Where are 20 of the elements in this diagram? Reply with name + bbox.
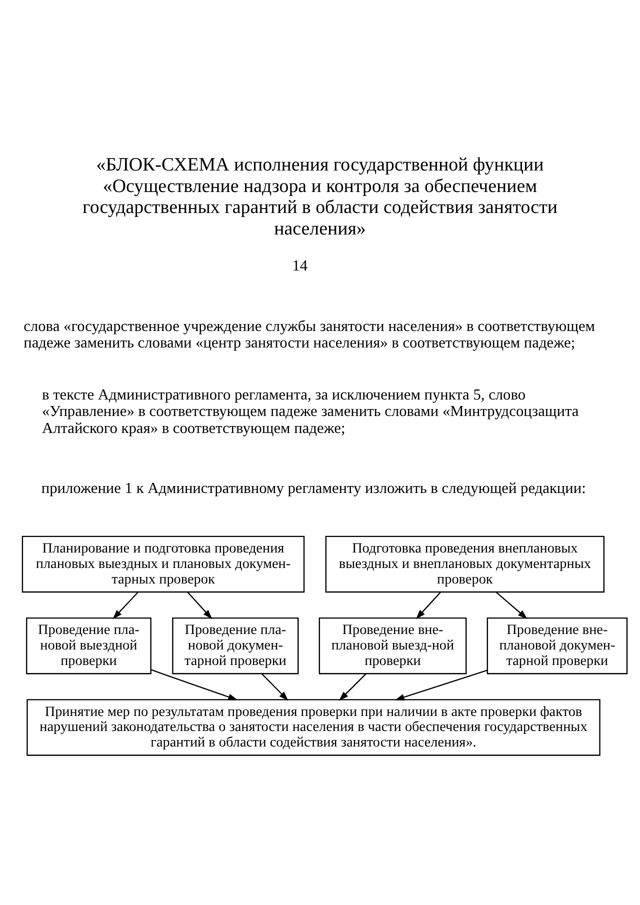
arrow bbox=[416, 591, 441, 619]
node-box: Планирование и подготовка проведения плановых выездных и плановых докумен-тарных проверок bbox=[22, 535, 305, 592]
diagram-title: «БЛОК-СХЕМА исполнения государственной функции «Осуществление надзора и контроля за обеспечением государственных гарантий в области содействия занятости населения» bbox=[82, 154, 558, 239]
node-box: Проведение вне-плановой докумен-тарной проверки bbox=[486, 616, 628, 674]
arrow bbox=[112, 591, 138, 619]
arrow bbox=[187, 591, 212, 619]
label: приложение 1 к Административному регламенту изложить в следующей редакции: bbox=[41, 480, 586, 497]
node-box: Подготовка проведения внеплановых выездных и внеплановых документарных проверок bbox=[325, 535, 605, 592]
label: 14 bbox=[292, 257, 308, 274]
arrow bbox=[394, 669, 488, 700]
arrow bbox=[339, 672, 366, 700]
arrow bbox=[496, 591, 528, 619]
node-box: Проведение вне-плановой выезд-ной проверки bbox=[318, 616, 467, 674]
label: в тексте Административного регламента, за исключением пункта 5, слово «Управление» в соответствующем падеже заменить словами «Минтрудсоцзащита Алтайского края» в соответствующем падеже; bbox=[42, 386, 579, 436]
label: слова «государственное учреждение службы занятости населения» в соответствующем падеже заменить словами «центр занятости населения» в соответствующем падеже; bbox=[24, 318, 596, 352]
node-box: Принятие мер по результатам проведения проверки при наличии в акте проверки фактов нарушений законодательства о занятости населения в части обеспечения государственных гарантий в области содействия занятости населения». bbox=[26, 698, 600, 756]
node-box: Проведение пла-новой выездной проверки bbox=[26, 616, 152, 674]
arrow bbox=[261, 672, 288, 700]
arrow bbox=[150, 668, 238, 700]
node-box: Проведение пла-новой докумен-тарной проверки bbox=[172, 616, 299, 674]
